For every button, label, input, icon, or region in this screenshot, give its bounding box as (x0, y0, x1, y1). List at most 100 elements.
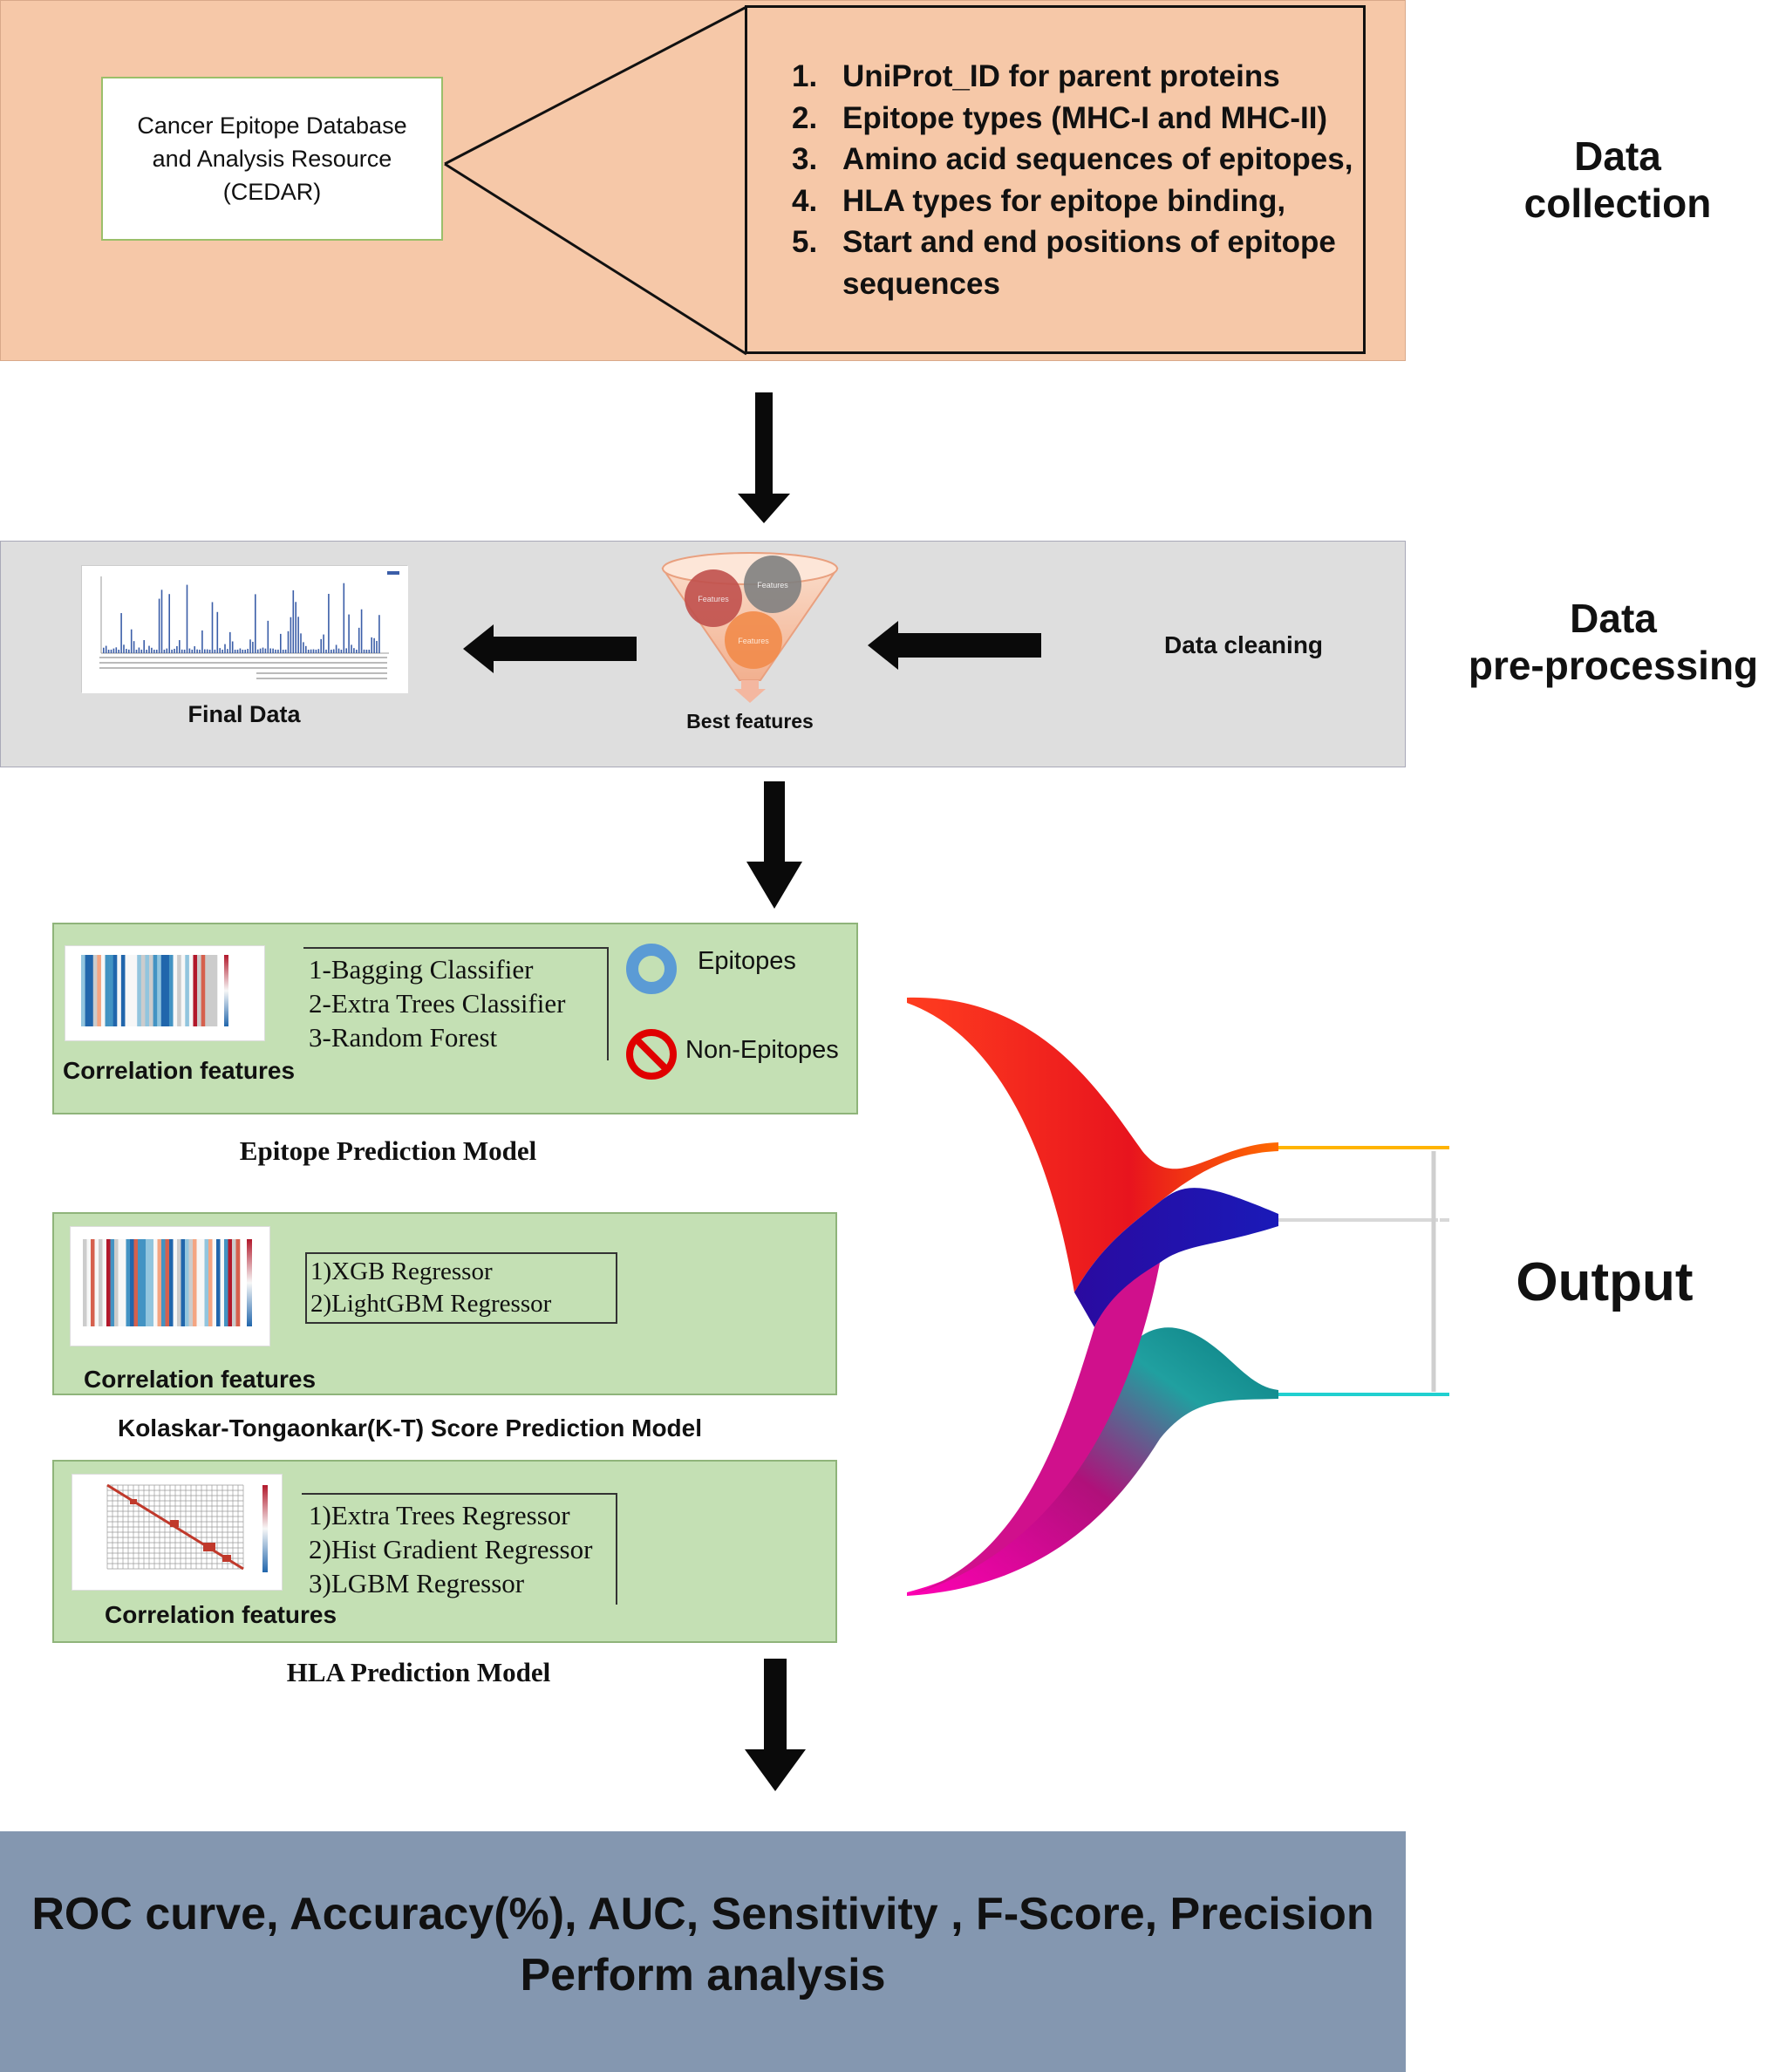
correlation-features-label: Correlation features (63, 1057, 296, 1084)
thumbnail-bar (348, 614, 350, 653)
heatmap-stripe (91, 1239, 95, 1326)
algorithm-item: 1-Bagging Classifier (309, 954, 534, 985)
heatmap-stripe (188, 1239, 194, 1326)
thumbnail-bar (105, 645, 107, 653)
thumbnail-bar (158, 598, 160, 653)
epitopes-label: Epitopes (698, 947, 796, 975)
stage-label-preprocessing: Data pre-processing (1468, 596, 1759, 688)
thumbnail-bar (216, 611, 219, 653)
algorithm-list-frame (305, 1252, 617, 1324)
thumbnail-bar (196, 649, 198, 653)
metrics-line: ROC curve, Accuracy(%), AUC, Sensitivity… (31, 1889, 1374, 1939)
thumbnail-bar (227, 649, 228, 653)
thumbnail-bar (303, 642, 304, 653)
field-number: 3. (792, 142, 818, 176)
heatmap-stripe (89, 955, 94, 1026)
thumbnail-bar (211, 602, 214, 653)
thumbnail-bar (181, 649, 183, 653)
field-item: 1.UniProt_ID for parent proteins (792, 56, 1367, 98)
thumbnail-bar (358, 627, 360, 653)
heatmap-stripe (201, 1239, 205, 1326)
thumbnail-bar (300, 633, 302, 653)
heatmap-stripe (105, 955, 110, 1026)
heatmap-stripe (205, 955, 210, 1026)
field-item: 2.Epitope types (MHC-I and MHC-II) (792, 98, 1367, 140)
thumbnail-bar (126, 649, 127, 653)
hla-model-caption: HLA Prediction Model (286, 1657, 551, 1687)
thumbnail-bar (295, 602, 296, 653)
thumbnail-bar (307, 650, 310, 653)
heatmap-stripe (208, 955, 214, 1026)
heatmap-stripe (109, 955, 114, 1026)
thumbnail-bar (194, 646, 195, 653)
heatmap-stripe (149, 955, 153, 1026)
heatmap-stripe (137, 955, 142, 1026)
algorithm-list-frame (302, 1493, 617, 1605)
heatmap-stripe (181, 1239, 186, 1326)
heatmap-stripe (97, 955, 102, 1026)
thumbnail-bar (365, 650, 368, 653)
heatmap-stripe (126, 1239, 131, 1326)
thumbnail-bar (128, 649, 130, 653)
heatmap-stripe (92, 955, 98, 1026)
thumbnail-bar (176, 645, 178, 653)
best-features-funnel: Features Features Features (661, 552, 839, 703)
thumbnail-bar (360, 609, 363, 653)
thumbnail-bar (146, 649, 147, 653)
heatmap-stripe (177, 955, 182, 1026)
heatmap-stripe (161, 1239, 166, 1326)
thumbnail-bar (168, 594, 170, 653)
thumbnail-bar (143, 640, 145, 653)
thumbnail-bar (267, 620, 269, 653)
results-text: ROC curve, Accuracy(%), AUC, Sensitivity… (0, 1884, 1406, 2006)
heatmap-stripe (141, 1239, 147, 1326)
epitope-algorithm-list: 1-Bagging Classifier 2-Extra Trees Class… (309, 952, 565, 1054)
stage-label-collection: Data collection (1523, 133, 1712, 226)
thumbnail-bar (186, 584, 188, 653)
heatmap-stripe (168, 955, 174, 1026)
epitope-model-caption: Epitope Prediction Model (239, 1135, 537, 1166)
heatmap-stripe (133, 1239, 139, 1326)
funnel-circle-label: Features (738, 637, 769, 645)
thumbnail-bar (340, 649, 343, 653)
thumbnail-bar (373, 637, 375, 653)
algorithm-item: 3)LGBM Regressor (309, 1568, 525, 1598)
algorithm-item: 1)XGB Regressor (310, 1258, 493, 1285)
heatmap-stripe (165, 1239, 170, 1326)
heatmap-stripe (94, 1239, 99, 1326)
field-text: UniProt_ID for parent proteins (842, 59, 1280, 93)
heatmap-stripe (140, 955, 146, 1026)
heatmap-stripe (99, 1239, 103, 1326)
heatmap-stripe (130, 1239, 134, 1326)
thumbnail-bar (236, 649, 239, 653)
thumbnail-bar (247, 649, 249, 653)
thumbnail-bar (345, 648, 347, 653)
correlation-heatmap (83, 1239, 252, 1326)
collected-fields-list: 1.UniProt_ID for parent proteins 2.Epito… (792, 56, 1367, 304)
thumbnail-bar (222, 649, 223, 653)
heatmap-stripe (110, 1239, 115, 1326)
heatmap-stripe (201, 955, 206, 1026)
thumbnail-bar (353, 648, 355, 653)
heatmap-stripe (85, 955, 90, 1026)
thumbnail-bar (179, 640, 181, 653)
correlation-heatmap (81, 955, 228, 1026)
thumbnail-bar (310, 649, 312, 653)
thumbnail-bar (234, 649, 236, 653)
final-data-label: Final Data (187, 701, 301, 727)
thumbnail-bar (256, 649, 259, 653)
final-data-bar-chart (82, 566, 408, 693)
thumbnail-bar (244, 650, 246, 653)
heatmap-stripe (165, 955, 170, 1026)
thumbnail-bar (351, 644, 352, 653)
thumbnail-bar (371, 637, 372, 653)
heatmap-stripe (181, 955, 186, 1026)
thumbnail-bar (343, 583, 345, 653)
thumbnail-bar (201, 630, 203, 653)
thumbnail-bar (269, 648, 271, 653)
thumbnail-bar (174, 648, 175, 653)
correlation-thumbnail (65, 945, 265, 1041)
field-text: Start and end positions of epitope seque… (842, 225, 1336, 301)
thumbnail-bar (107, 649, 110, 653)
thumbnail-bar (264, 648, 267, 653)
